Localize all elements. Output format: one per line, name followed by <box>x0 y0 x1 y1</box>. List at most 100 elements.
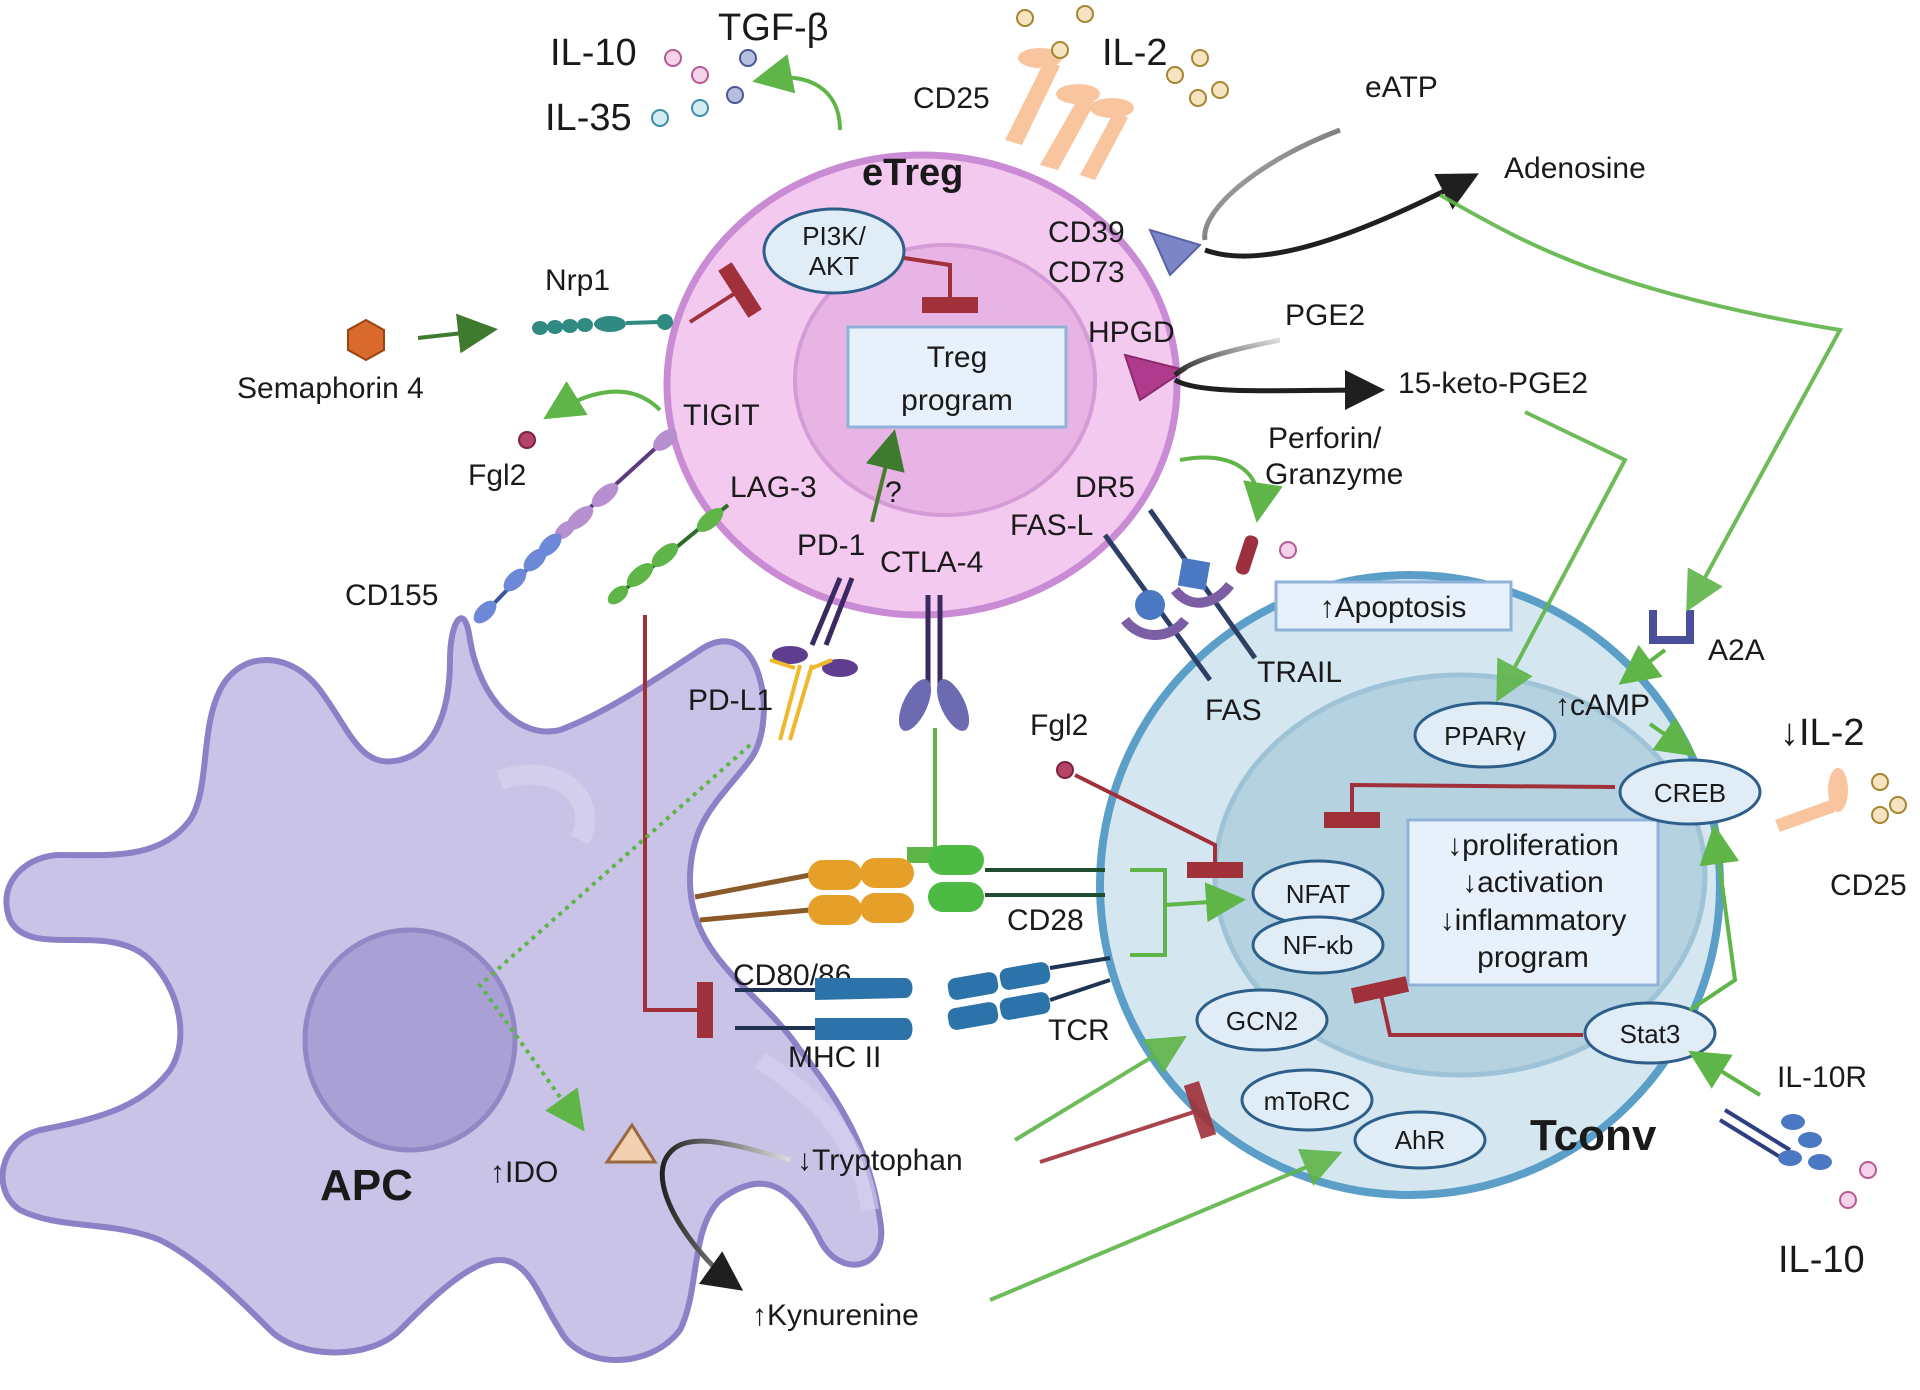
ahr-text: AhR <box>1395 1125 1446 1155</box>
keto-pge2-label: 15-keto-PGE2 <box>1398 367 1588 400</box>
gcn2-oval <box>1195 988 1329 1052</box>
fgl2-mid-pathway: Fgl2 <box>1030 709 1243 878</box>
tigit-pathway: TIGIT Fgl2 CD155 <box>345 381 760 624</box>
gcn2-text: GCN2 <box>1226 1006 1298 1036</box>
tigit-receptor <box>554 429 677 540</box>
semaphorin-hexagon <box>347 318 385 362</box>
adenosine-label: Adenosine <box>1504 152 1646 185</box>
lag3-label: LAG-3 <box>730 471 817 504</box>
kynurenine-label: ↑Kynurenine <box>752 1299 919 1332</box>
ppar-text: PPARγ <box>1444 721 1526 751</box>
treg-program-box <box>846 325 1068 429</box>
il10r-label: IL-10R <box>1777 1061 1867 1094</box>
nfkb-oval <box>1251 915 1385 975</box>
effect-proliferation: ↓proliferation <box>1447 829 1619 862</box>
perforin-granzyme: Perforin/ Granzyme <box>1179 422 1403 575</box>
cd28-label: CD28 <box>1007 904 1084 937</box>
tigit-label: TIGIT <box>683 399 760 432</box>
treg-program-line1: Treg <box>927 341 988 374</box>
cd39-receptor <box>1148 228 1202 277</box>
nrp1-pathway: Semaphorin 4 Nrp1 <box>237 262 762 405</box>
tconv-cell: Tconv ↓proliferation ↓activation ↓inflam… <box>1096 571 1762 1199</box>
apc-nucleus <box>302 927 518 1153</box>
costim-pathway: CD80/86 CD28 <box>694 845 1246 992</box>
pdl1-ligand <box>769 658 833 741</box>
ido-triangle <box>604 1122 658 1164</box>
etreg-label: eTreg <box>862 152 963 194</box>
ctla4-pathway: CTLA-4 <box>477 546 983 1132</box>
perforin-line1: Perforin/ <box>1268 422 1382 455</box>
tcr-label: TCR <box>1048 1014 1110 1047</box>
adenosine-pathway: eATP Adenosine CD39 CD73 <box>1048 71 1646 289</box>
a2a-receptor <box>1649 610 1694 644</box>
il2-top-label: IL-2 <box>1102 32 1167 74</box>
fgl2-left-label: Fgl2 <box>468 459 526 492</box>
fgl2-mid-label: Fgl2 <box>1030 709 1088 742</box>
effect-activation: ↓activation <box>1462 866 1604 899</box>
treg-program-line2: program <box>901 384 1013 417</box>
ctla4-label: CTLA-4 <box>880 546 983 579</box>
pi3k-oval <box>762 207 906 295</box>
creb-text: CREB <box>1654 778 1726 808</box>
pge2-label: PGE2 <box>1285 299 1365 332</box>
pd1-pathway: PD-1 ? PD-L1 <box>688 429 905 741</box>
perforin-line2: Granzyme <box>1265 458 1403 491</box>
apc-label: APC <box>320 1161 413 1210</box>
il10r-pathway: IL-10R IL-10 <box>1688 1050 1877 1281</box>
cd73-label: CD73 <box>1048 256 1125 289</box>
il35-label: IL-35 <box>545 97 632 139</box>
tcr-pathway: MHC II TCR <box>735 956 1111 1074</box>
apoptosis-text: ↑Apoptosis <box>1320 591 1467 624</box>
fasl-label: FAS-L <box>1010 509 1093 542</box>
tconv-label: Tconv <box>1530 1111 1657 1160</box>
mhc2-label: MHC II <box>788 1041 881 1074</box>
nrp1-receptor <box>532 314 673 335</box>
eatp-label: eATP <box>1365 71 1438 104</box>
a2a-label: A2A <box>1708 634 1765 667</box>
pi3k-text-1: PI3K/ <box>802 221 866 251</box>
il2-down-label: ↓IL-2 <box>1780 712 1864 754</box>
il10-top-label: IL-10 <box>550 32 637 74</box>
il2-cd25-right: ↓IL-2 CD25 <box>1775 712 1907 902</box>
mtorc-oval <box>1240 1068 1374 1132</box>
cytokine-cluster-top: IL-10 TGF-β IL-35 <box>545 7 842 139</box>
il10-bottom-label: IL-10 <box>1778 1239 1865 1281</box>
stat3-text: Stat3 <box>1620 1019 1681 1049</box>
semaphorin-label: Semaphorin 4 <box>237 372 424 405</box>
question-label: ? <box>885 476 902 509</box>
pd1-label: PD-1 <box>797 529 865 562</box>
cd25-right-label: CD25 <box>1830 869 1907 902</box>
hpgd-receptor <box>1123 353 1188 402</box>
nfat-text: NFAT <box>1286 879 1351 909</box>
cd39-label: CD39 <box>1048 216 1125 249</box>
a2a-pathway: A2A ↑cAMP <box>1439 193 1844 722</box>
apoptosis-box: ↑Apoptosis <box>1274 580 1513 632</box>
ido-pathway: ↑IDO ↓Tryptophan ↑Kynurenine <box>490 1035 1343 1332</box>
pdl1-label: PD-L1 <box>688 684 773 717</box>
ahr-oval <box>1353 1110 1487 1170</box>
tryptophan-label: ↓Tryptophan <box>797 1144 963 1177</box>
effect-program: program <box>1477 941 1589 974</box>
fas-label: FAS <box>1205 694 1262 727</box>
effect-inflammatory: ↓inflammatory <box>1440 904 1627 937</box>
dr5-label: DR5 <box>1075 471 1135 504</box>
cd25-top-label: CD25 <box>913 82 990 115</box>
ido-label: ↑IDO <box>490 1156 558 1189</box>
stat3-oval <box>1583 1001 1717 1065</box>
camp-label: ↑cAMP <box>1555 689 1650 722</box>
il2-cd25-top: CD25 IL-2 <box>913 5 1229 180</box>
pi3k-text-2: AKT <box>809 251 860 281</box>
cd155-ligand <box>473 533 562 624</box>
ppar-oval <box>1413 701 1557 769</box>
trail-label: TRAIL <box>1257 656 1342 689</box>
hpgd-label: HPGD <box>1088 316 1175 349</box>
lag3-pathway: LAG-3 <box>607 471 817 1038</box>
nfkb-text: NF-κb <box>1283 930 1354 960</box>
nrp1-label: Nrp1 <box>545 264 610 297</box>
mtorc-text: mToRC <box>1264 1086 1351 1116</box>
death-receptors: DR5 FAS-L TRAIL FAS <box>1010 471 1342 727</box>
tconv-effects-box <box>1406 818 1660 987</box>
tgfb-label: TGF-β <box>718 7 829 49</box>
cd155-label: CD155 <box>345 579 438 612</box>
